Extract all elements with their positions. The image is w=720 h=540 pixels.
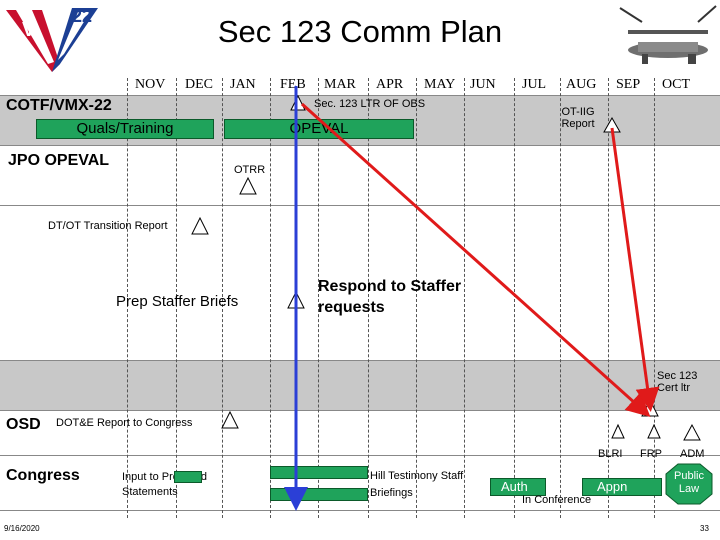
row-label-osd: OSD bbox=[6, 416, 41, 433]
osd-band bbox=[0, 360, 720, 410]
dtot-milestone-icon bbox=[191, 216, 209, 235]
month-apr: APR bbox=[376, 77, 404, 92]
frp-label: FRP bbox=[640, 448, 662, 460]
month-divider bbox=[654, 78, 655, 518]
v22-logo: 22 V bbox=[2, 2, 100, 76]
month-divider bbox=[176, 78, 177, 518]
otrr-milestone-icon bbox=[239, 176, 257, 195]
adm-milestone-icon bbox=[683, 423, 701, 441]
month-jun: JUN bbox=[470, 77, 496, 92]
month-sep: SEP bbox=[616, 77, 641, 92]
month-may: MAY bbox=[424, 77, 456, 92]
svg-text:V: V bbox=[22, 19, 36, 41]
red-arrow-ltr-icon bbox=[300, 102, 651, 418]
appn-bar: Appn bbox=[582, 478, 662, 496]
row-separator bbox=[0, 455, 720, 456]
row-separator bbox=[0, 95, 720, 96]
month-feb: FEB bbox=[280, 77, 306, 92]
prep-staffer-briefs-label: Prep Staffer Briefs bbox=[116, 293, 239, 310]
row-separator bbox=[0, 410, 720, 411]
month-divider bbox=[318, 78, 319, 518]
quals-training-bar: Quals/Training bbox=[36, 119, 214, 139]
in-conference-label: In Conference bbox=[522, 494, 592, 506]
month-divider bbox=[464, 78, 465, 518]
month-divider bbox=[222, 78, 223, 518]
dtot-transition-label: DT/OT Transition Report bbox=[48, 220, 168, 232]
dote-report-label: DOT&E Report to Congress bbox=[56, 417, 193, 429]
auth-bar: Auth bbox=[490, 478, 546, 496]
month-divider bbox=[416, 78, 417, 518]
month-aug: AUG bbox=[566, 77, 597, 92]
row-separator bbox=[0, 145, 720, 146]
quals-training-label: Quals/Training bbox=[76, 120, 174, 137]
slide-date: 9/16/2020 bbox=[4, 524, 40, 533]
month-divider bbox=[514, 78, 515, 518]
row-label-jpo: JPO OPEVAL bbox=[8, 152, 110, 169]
month-divider bbox=[608, 78, 609, 518]
month-jan: JAN bbox=[230, 77, 256, 92]
auth-label: Auth bbox=[501, 479, 528, 494]
month-nov: NOV bbox=[135, 77, 166, 92]
slide-title: Sec 123 Comm Plan bbox=[217, 14, 503, 49]
month-divider bbox=[270, 78, 271, 518]
ot-iig-report-label: OT-IIG Report bbox=[561, 106, 595, 130]
dote-report-milestone-icon bbox=[221, 410, 239, 429]
row-label-congress: Congress bbox=[6, 467, 80, 484]
month-divider bbox=[368, 78, 369, 518]
row-separator bbox=[0, 205, 720, 206]
respond-staffer-label: Respond to Staffer requests bbox=[318, 278, 462, 316]
sec123-cert-label: Sec 123 Cert ltr bbox=[657, 370, 698, 394]
row-separator bbox=[0, 510, 720, 511]
hill-testimony-label: Hill Testimony Staff Briefings bbox=[370, 470, 464, 499]
appn-label: Appn bbox=[597, 479, 628, 494]
osprey-aircraft-image bbox=[618, 2, 718, 74]
month-mar: MAR bbox=[324, 77, 356, 92]
sec123-ltr-label: Sec. 123 LTR OF OBS bbox=[314, 98, 426, 110]
month-divider bbox=[127, 78, 128, 518]
red-arrow-otiig-icon bbox=[610, 127, 660, 412]
public-law-badge: Public Law bbox=[664, 462, 714, 506]
svg-text:22: 22 bbox=[72, 6, 92, 26]
month-divider bbox=[560, 78, 561, 518]
row-label-cotf: COTF/VMX-22 bbox=[6, 97, 112, 114]
month-oct: OCT bbox=[662, 77, 690, 92]
month-dec: DEC bbox=[185, 77, 213, 92]
slide-page-number: 33 bbox=[700, 524, 709, 533]
blri-label: BLRI bbox=[598, 448, 623, 460]
row-separator bbox=[0, 360, 720, 361]
otrr-label: OTRR bbox=[234, 164, 266, 176]
month-jul: JUL bbox=[522, 77, 547, 92]
adm-label: ADM bbox=[680, 448, 705, 460]
public-law-label: Public Law bbox=[674, 470, 704, 495]
blri-milestone-icon bbox=[611, 423, 625, 439]
input-marker-box bbox=[174, 471, 202, 483]
frp-milestone-icon bbox=[647, 423, 661, 439]
